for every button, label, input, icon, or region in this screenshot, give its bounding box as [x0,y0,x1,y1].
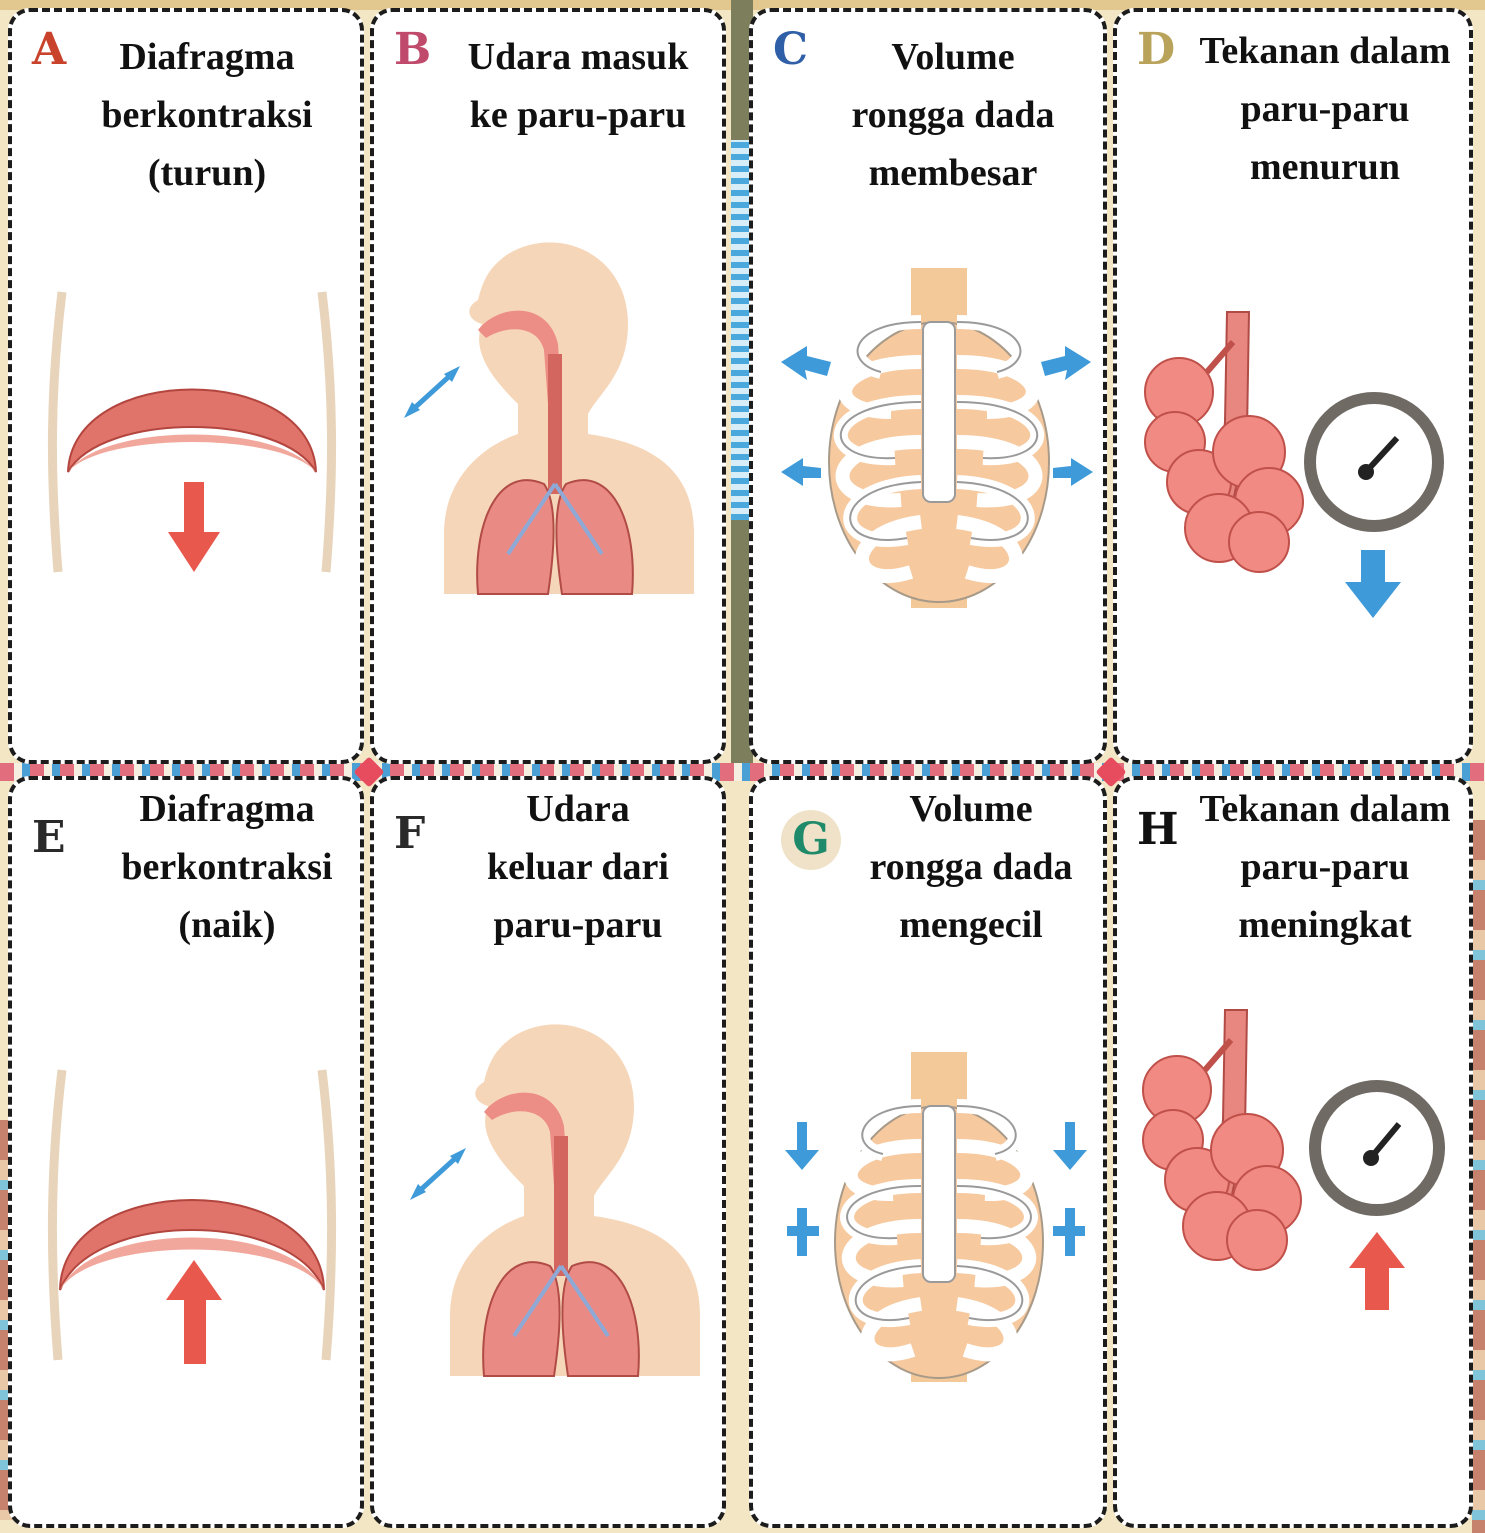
card-title: Udarakeluar dariparu-paru [430,780,726,954]
ribcage-shrinking-icon [771,1046,1101,1386]
card-title: Tekanan dalamparu-parumenurun [1177,22,1473,196]
card-title: Tekanan dalamparu-parumeningkat [1177,780,1473,954]
card-g: G Volumerongga dadamengecil [749,776,1107,1528]
card-e: E Diafragmaberkontraksi(naik) [8,776,364,1528]
background-stripe [1472,820,1485,1533]
card-d: D Tekanan dalamparu-parumenurun [1113,8,1473,764]
card-letter: F [394,810,425,858]
card-title: Diafragmaberkontraksi(naik) [82,780,364,954]
ribcage-expanding-icon [771,262,1101,612]
card-title: Volumerongga dadamengecil [823,780,1107,954]
card-a: A Diafragmaberkontraksi(turun) [8,8,364,764]
lung-pressure-up-icon [1137,1000,1457,1320]
card-title: Udara masukke paru-paru [430,28,726,144]
card-letter: B [394,26,431,74]
card-title: Volumerongga dadamembesar [803,28,1103,202]
card-letter: D [1137,26,1175,74]
card-letter: H [1137,806,1179,854]
card-b: B Udara masukke paru-paru [370,8,726,764]
diaphragm-down-icon [32,282,352,592]
diaphragm-up-icon [32,1060,352,1380]
lung-pressure-down-icon [1139,302,1459,622]
card-letter: E [32,814,66,862]
inhale-respiratory-system-icon [398,234,708,604]
exhale-respiratory-system-icon [404,1016,714,1386]
card-c: C Volumerongga dadamembesar [749,8,1107,764]
card-h: H Tekanan dalamparu-parumeningkat [1113,776,1473,1528]
card-title: Diafragmaberkontraksi(turun) [52,28,362,202]
card-f: F Udarakeluar dariparu-paru [370,776,726,1528]
